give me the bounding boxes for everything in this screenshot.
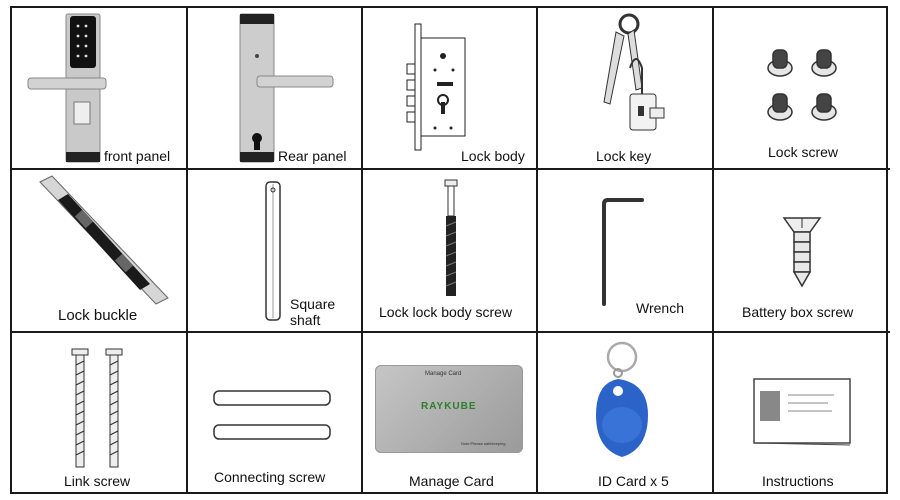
rear-panel-icon [239, 13, 334, 163]
item-label: Instructions [762, 473, 834, 489]
lock-key-icon [603, 13, 665, 131]
item-instructions: Instructions [714, 333, 890, 494]
instructions-icon [753, 378, 851, 446]
item-label: Manage Card [409, 473, 494, 489]
item-id-card: ID Card x 5 [538, 333, 714, 494]
item-lock-body-screw: Lock lock body screw [363, 170, 538, 333]
card-brand: RAYKUBE [421, 401, 477, 412]
item-label: Battery box screw [742, 304, 854, 320]
link-screw-icon [71, 348, 123, 468]
item-label-line2: shaft [290, 312, 321, 328]
item-lock-key: Lock key [538, 8, 714, 170]
connecting-screw-icon [213, 390, 331, 440]
accessories-grid: front panel Rear panel Lock body [10, 6, 890, 494]
lock-body-screw-icon [444, 179, 458, 296]
item-rear-panel: Rear panel [188, 8, 363, 170]
item-lock-body: Lock body [363, 8, 538, 170]
square-shaft-icon [265, 181, 281, 321]
wrench-icon [602, 198, 644, 306]
item-label: Link screw [64, 473, 131, 489]
lock-screw-icon [767, 49, 837, 121]
item-lock-buckle: Lock buckle [12, 170, 188, 333]
item-label: Lock lock body screw [379, 304, 513, 320]
card-title: Manage Card [425, 371, 462, 377]
item-label-line1: Square [290, 296, 336, 312]
front-panel-icon [27, 13, 107, 163]
item-front-panel: front panel [12, 8, 188, 170]
battery-box-screw-icon [782, 217, 822, 288]
item-label: Lock buckle [58, 307, 138, 324]
lock-body-icon [406, 23, 466, 151]
item-manage-card: Manage Card RAYKUBE Note:Please safekeep… [363, 333, 538, 494]
item-label: Lock screw [768, 144, 839, 160]
item-link-screw: Link screw [12, 333, 188, 494]
item-label: Rear panel [278, 148, 347, 164]
manage-card-icon: Manage Card RAYKUBE Note:Please safekeep… [375, 365, 523, 453]
item-label: Lock body [461, 148, 525, 164]
card-note: Note:Please safekeeping [461, 441, 506, 446]
item-label: Lock key [596, 148, 652, 164]
item-label: Wrench [636, 300, 684, 316]
item-connecting-screw: Connecting screw [188, 333, 363, 494]
item-label: front panel [104, 148, 171, 164]
item-label: Connecting screw [214, 469, 326, 485]
item-square-shaft: Square shaft [188, 170, 363, 333]
item-lock-screw: Lock screw [714, 8, 890, 170]
item-label: ID Card x 5 [598, 473, 669, 489]
item-battery-box-screw: Battery box screw [714, 170, 890, 333]
lock-buckle-icon [39, 175, 169, 305]
item-wrench: Wrench [538, 170, 714, 333]
id-card-icon [596, 341, 648, 457]
